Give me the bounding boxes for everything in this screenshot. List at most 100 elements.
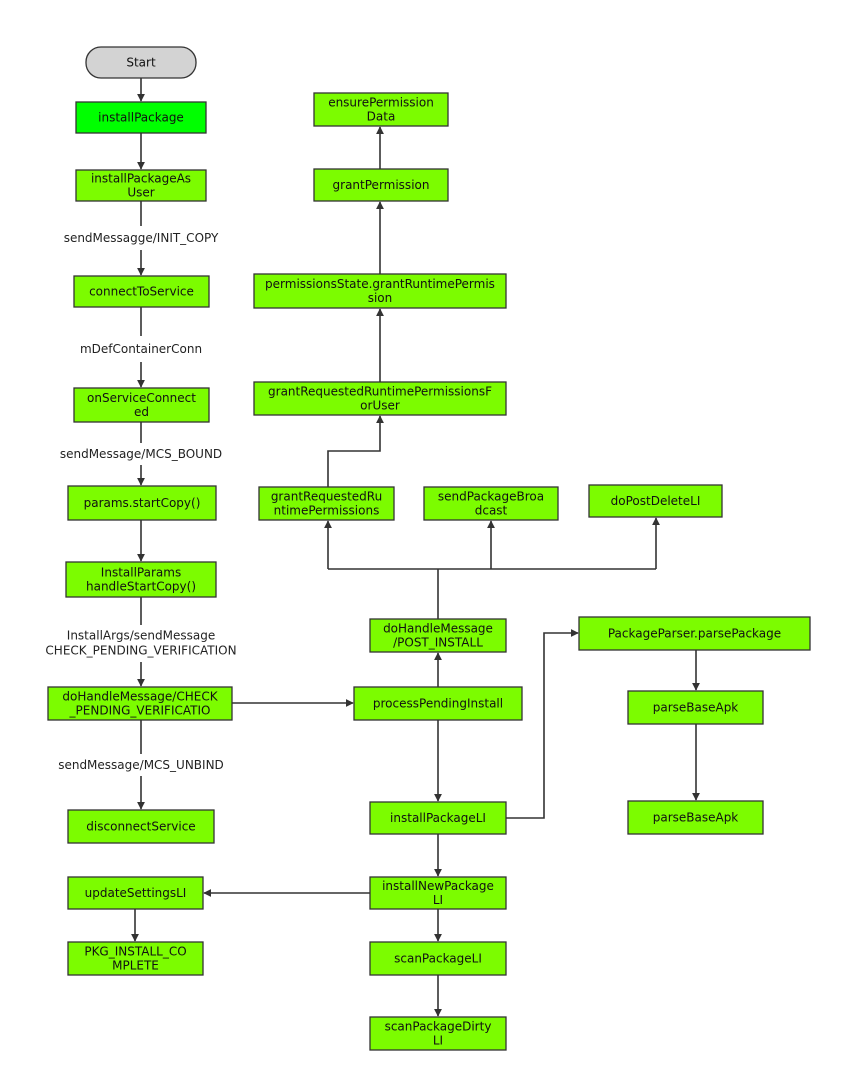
node-box [313, 168, 449, 202]
node-grant-permission: grantPermission [313, 168, 449, 202]
node-label: installPackageLI [390, 811, 486, 825]
node-do-post-delete: doPostDeleteLI [588, 484, 723, 518]
node-box [369, 801, 507, 835]
node-label: disconnectService [86, 820, 195, 834]
node-label: installNewPackage [382, 879, 494, 893]
node-box [578, 616, 811, 651]
node-update-settings-li: updateSettingsLI [67, 876, 204, 910]
node-label: /POST_INSTALL [393, 636, 483, 650]
edge-label-check-pending: InstallArgs/sendMessageCHECK_PENDING_VER… [45, 629, 236, 658]
node-box [353, 686, 523, 721]
node-label: doHandleMessage/CHECK [62, 690, 218, 704]
node-box [75, 101, 207, 134]
node-box [67, 941, 204, 976]
node-install-package: installPackage [75, 101, 207, 134]
node-box [67, 809, 215, 844]
node-box [369, 941, 507, 976]
edge-label-conn: mDefContainerConn [80, 342, 202, 356]
node-label: handleStartCopy() [86, 580, 196, 594]
node-scan-package-li: scanPackageLI [369, 941, 507, 976]
node-label: _PENDING_VERIFICATIO [69, 704, 211, 718]
node-label: sion [368, 291, 393, 305]
edge-label-init-copy: sendMessagge/INIT_COPY [64, 231, 219, 245]
node-label: parseBaseApk [653, 701, 739, 715]
node-label: grantRequestedRuntimePermissionsF [268, 385, 492, 399]
node-box [369, 876, 507, 910]
node-label: scanPackageLI [394, 952, 482, 966]
node-label: LI [433, 1034, 443, 1048]
node-box [65, 561, 217, 598]
node-box [313, 92, 449, 127]
node-label: InstallParams [101, 566, 181, 580]
node-label: orUser [360, 399, 400, 413]
node-label: Data [367, 110, 396, 124]
node-box [73, 275, 210, 308]
node-label: doHandleMessage [383, 622, 493, 636]
node-disconnect-service: disconnectService [67, 809, 215, 844]
node-label: scanPackageDirty [385, 1020, 492, 1034]
node-do-handle-post: doHandleMessage/POST_INSTALL [369, 618, 507, 653]
edge-label-mcs-bound: sendMessage/MCS_BOUND [60, 447, 222, 461]
node-box [67, 485, 217, 521]
node-label: connectToService [89, 285, 194, 299]
node-box [47, 686, 233, 721]
node-label: ed [134, 405, 149, 419]
node-box [258, 486, 395, 521]
node-label: dcast [475, 504, 508, 518]
node-process-pending-install: processPendingInstall [353, 686, 523, 721]
node-label: grantRequestedRu [271, 490, 382, 504]
node-label: Start [126, 56, 156, 70]
edge-label-text: sendMessage/MCS_UNBIND [58, 758, 224, 772]
edge-label-mcs-unbind: sendMessage/MCS_UNBIND [58, 758, 224, 772]
node-label: doPostDeleteLI [611, 494, 701, 508]
edge-label-text: sendMessagge/INIT_COPY [64, 231, 219, 245]
node-label: installPackageAs [91, 172, 191, 186]
node-box [253, 273, 507, 309]
node-do-handle-check: doHandleMessage/CHECK_PENDING_VERIFICATI… [47, 686, 233, 721]
node-label: updateSettingsLI [85, 886, 187, 900]
node-box [627, 690, 764, 725]
node-install-package-li: installPackageLI [369, 801, 507, 835]
node-label: processPendingInstall [373, 697, 503, 711]
node-box [75, 169, 207, 202]
node-box [423, 486, 559, 521]
node-label: User [127, 186, 154, 200]
node-label: grantPermission [333, 178, 430, 192]
node-label: params.startCopy() [84, 496, 201, 510]
node-label: PackageParser.parsePackage [608, 627, 781, 641]
node-box [369, 1016, 507, 1051]
node-box [369, 618, 507, 653]
node-start-copy: params.startCopy() [67, 485, 217, 521]
node-label: sendPackageBroa [438, 490, 544, 504]
node-box [73, 387, 210, 423]
node-label: onServiceConnect [87, 391, 196, 405]
node-label: installPackage [98, 111, 184, 125]
node-parse-base-apk1: parseBaseApk [627, 690, 764, 725]
node-label: permissionsState.grantRuntimePermis [265, 277, 495, 291]
node-box [253, 381, 507, 416]
node-parse-package: PackageParser.parsePackage [578, 616, 811, 651]
node-label: LI [433, 893, 443, 907]
edge-label-text: InstallArgs/sendMessage [67, 629, 215, 643]
node-start: Start [85, 46, 197, 79]
node-box [85, 46, 197, 79]
edge-grantreq-foruser [327, 415, 384, 487]
node-label: ntimePermissions [274, 504, 380, 518]
node-label: MPLETE [112, 959, 159, 973]
edge-installli-parse [506, 629, 579, 819]
node-box [588, 484, 723, 518]
node-grant-req: grantRequestedRuntimePermissions [258, 486, 395, 521]
node-box [67, 876, 204, 910]
edge-label-text: sendMessage/MCS_BOUND [60, 447, 222, 461]
